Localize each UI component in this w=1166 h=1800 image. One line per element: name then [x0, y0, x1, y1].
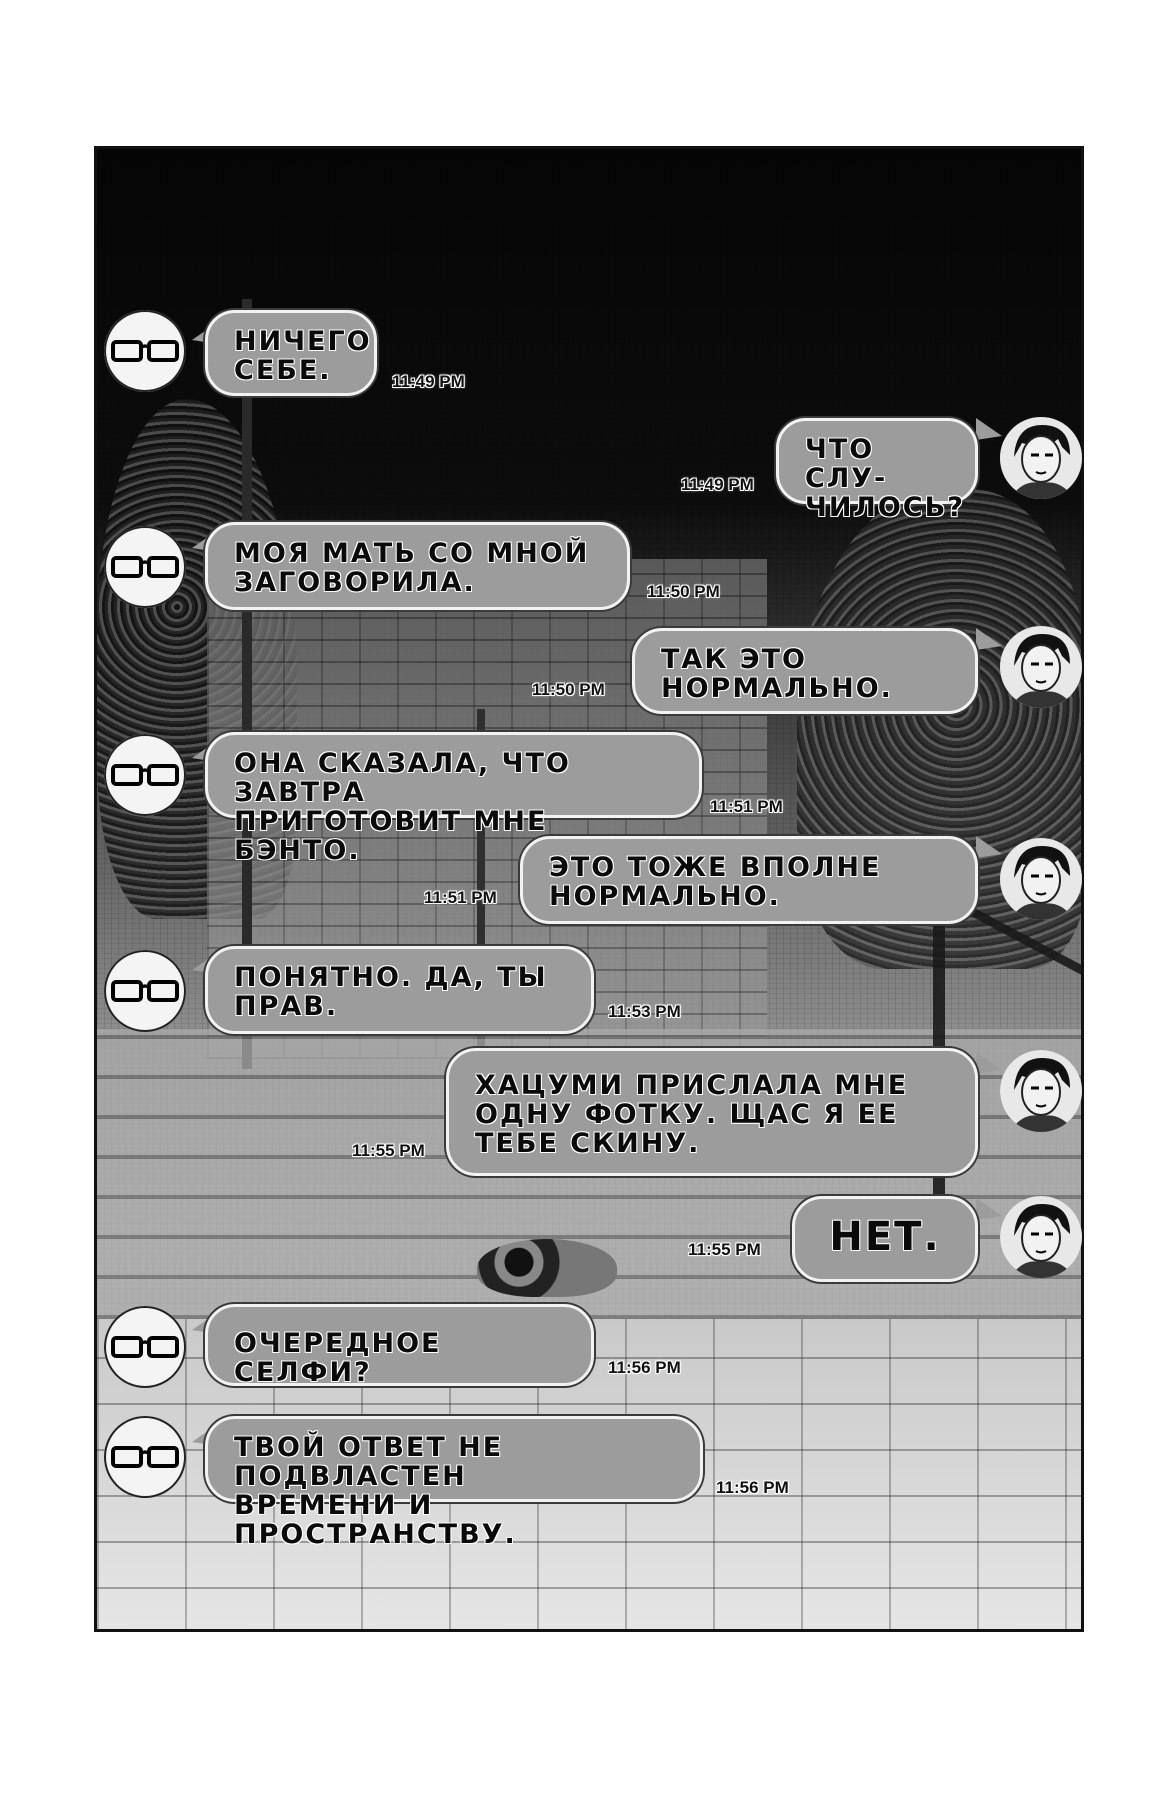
message-bubble-outgoing: НЕТ.: [792, 1196, 978, 1282]
glasses-avatar-icon: [104, 1306, 186, 1388]
message-bubble-outgoing: ХАЦУМИ ПРИСЛАЛА МНЕ ОДНУ ФОТКУ. ЩАС Я ЕЕ…: [446, 1048, 978, 1176]
message-timestamp: 11:56 PM: [716, 1478, 789, 1497]
message-timestamp: 11:56 PM: [608, 1358, 681, 1377]
bubble-tail: [976, 836, 1002, 858]
message-timestamp: 11:50 PM: [647, 582, 720, 601]
message-bubble-outgoing: ЭТО ТОЖЕ ВПОЛНЕ НОРМАЛЬНО.: [520, 836, 978, 924]
bubble-tail: [976, 418, 1002, 440]
bubble-tail: [976, 1052, 1002, 1074]
glasses-avatar-icon: [104, 1416, 186, 1498]
message-bubble-outgoing: ТАК ЭТО НОРМАЛЬНО.: [632, 628, 978, 714]
bubble-tail: [976, 1198, 1002, 1220]
message-timestamp: 11:51 PM: [424, 888, 497, 907]
glasses-avatar-icon: [104, 310, 186, 392]
boy-portrait-avatar-icon: [1000, 1050, 1082, 1132]
message-timestamp: 11:50 PM: [532, 680, 605, 699]
boy-portrait-avatar-icon: [1000, 417, 1082, 499]
glasses-avatar-icon: [104, 526, 186, 608]
message-timestamp: 11:55 PM: [352, 1141, 425, 1160]
message-bubble-incoming: ОЧЕРЕДНОЕ СЕЛФИ?: [205, 1304, 594, 1387]
boy-portrait-avatar-icon: [1000, 626, 1082, 708]
glasses-avatar-icon: [104, 734, 186, 816]
boy-portrait-avatar-icon: [1000, 1196, 1082, 1278]
message-timestamp: 11:53 PM: [608, 1002, 681, 1021]
message-bubble-incoming: ОНА СКАЗАЛА, ЧТО ЗАВТРА ПРИГОТОВИТ МНЕ Б…: [205, 732, 702, 865]
message-bubble-incoming: МОЯ МАТЬ СО МНОЙ ЗАГОВОРИЛА.: [205, 522, 630, 610]
message-bubble-incoming: ТВОЙ ОТВЕТ НЕ ПОДВЛАСТЕН ВРЕМЕНИ И ПРОСТ…: [205, 1416, 703, 1549]
message-timestamp: 11:49 PM: [392, 372, 465, 391]
glasses-avatar-icon: [104, 950, 186, 1032]
message-bubble-incoming: ПОНЯТНО. ДА, ТЫ ПРАВ.: [205, 946, 594, 1034]
message-bubble-incoming: НИЧЕГО СЕБЕ.: [205, 310, 377, 396]
bubble-tail: [976, 628, 1002, 650]
message-timestamp: 11:51 PM: [710, 797, 783, 816]
sleeping-cat: [477, 1239, 617, 1297]
message-timestamp: 11:55 PM: [688, 1240, 761, 1259]
message-bubble-outgoing: ЧТО СЛУ- ЧИЛОСЬ?: [776, 418, 978, 522]
message-timestamp: 11:49 PM: [681, 475, 754, 494]
boy-portrait-avatar-icon: [1000, 838, 1082, 920]
